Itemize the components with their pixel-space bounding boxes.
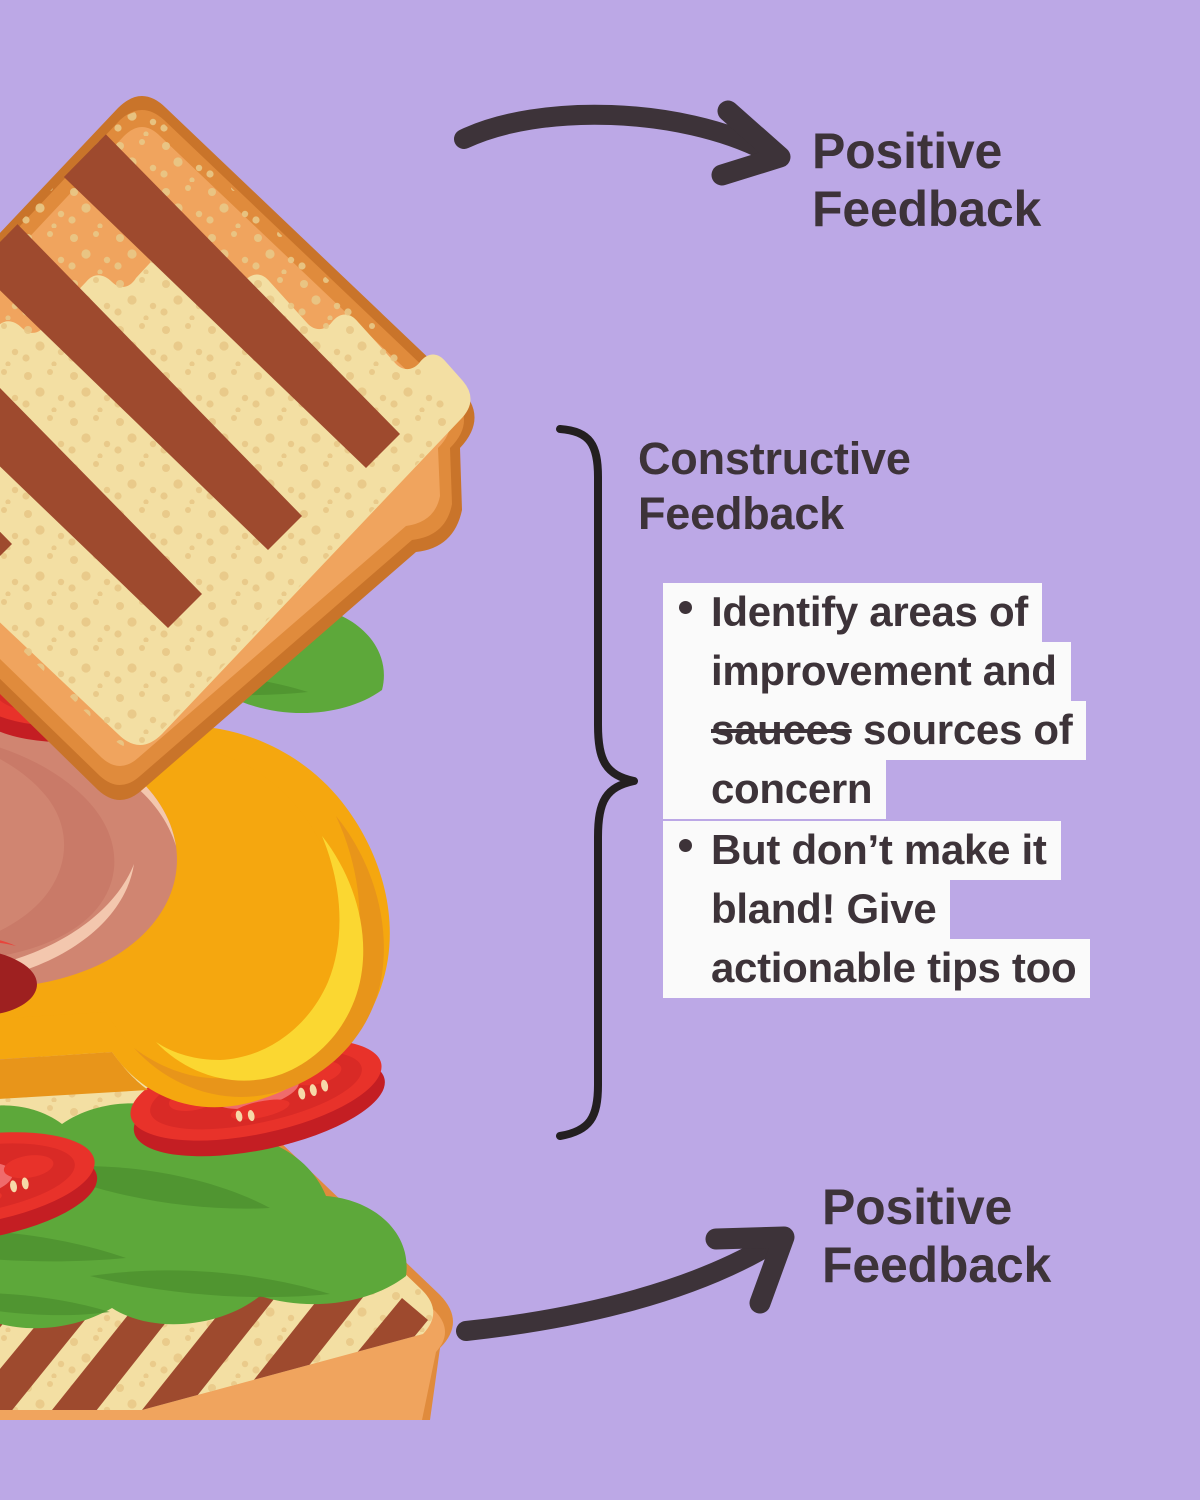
positive-feedback-label-top: Positive Feedback — [812, 123, 1042, 237]
layered-panini-sandwich-illustration — [0, 90, 570, 1420]
bullet-dot-icon — [679, 839, 692, 852]
positive-feedback-label-bottom: Positive Feedback — [822, 1179, 1052, 1293]
bullet-line: Identify areas of — [711, 583, 1042, 642]
constructive-feedback-bullet-list: Identify areas of improvement and sauces… — [663, 583, 1183, 998]
bullet-dot-icon — [679, 601, 692, 614]
bullet-line: improvement and — [711, 642, 1071, 701]
bullet-line: But don’t make it — [711, 821, 1061, 880]
list-item: Identify areas of improvement and sauces… — [663, 583, 1183, 819]
bullet-line: actionable tips too — [711, 939, 1091, 998]
list-item: But don’t make it bland! Give actionable… — [663, 821, 1183, 998]
sandwich-layer-grilled-bread-top — [0, 96, 475, 800]
bullet-line: bland! Give — [711, 880, 951, 939]
bullet-line: sauces sources of — [711, 701, 1087, 760]
right-curly-brace-icon — [556, 425, 646, 1140]
constructive-feedback-heading: Constructive Feedback — [638, 433, 911, 539]
struck-word: sauces — [711, 706, 852, 753]
bullet-line: concern — [711, 760, 887, 819]
curved-arrow-right-up-icon — [450, 1225, 810, 1350]
curved-arrow-right-down-icon — [450, 95, 810, 205]
